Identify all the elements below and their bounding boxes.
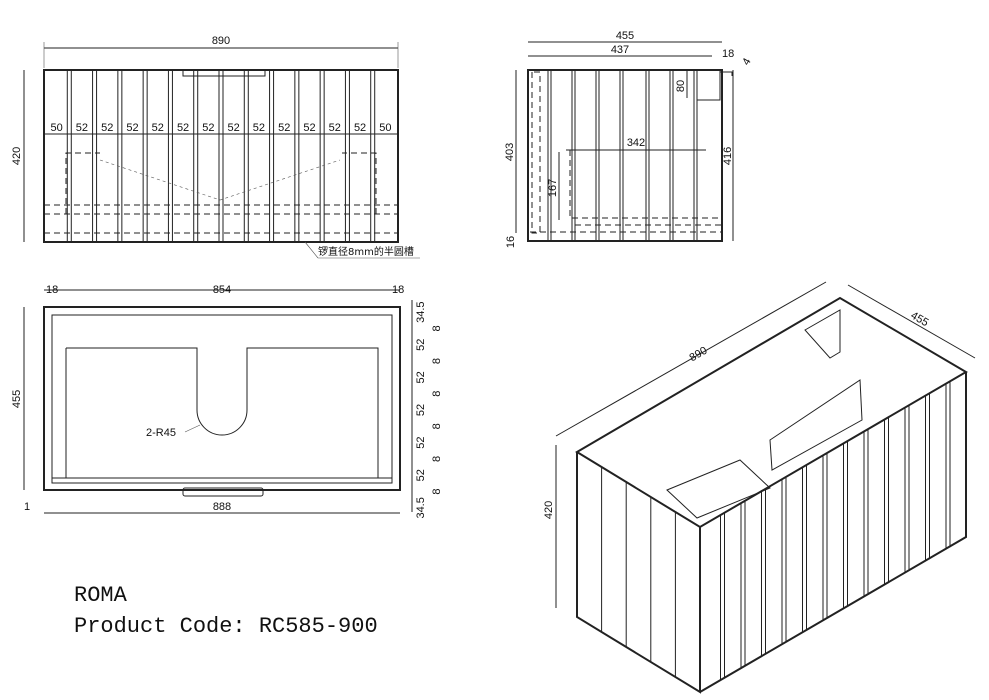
top-right-panel: 18: [392, 284, 404, 296]
side-inner-label: 342: [627, 137, 645, 149]
side-base-label: 16: [505, 236, 517, 248]
slat-spacing-label: 52: [278, 122, 290, 134]
top-right-dim-label: 8: [431, 391, 443, 397]
side-panel-label: 18: [722, 48, 734, 60]
iso-view: 890 455 420: [543, 281, 976, 694]
front-width-label: 890: [212, 35, 230, 47]
front-height-label: 420: [11, 147, 23, 165]
slat-spacing-label: 52: [253, 122, 265, 134]
handle: [182, 69, 266, 77]
iso-height-label: 420: [543, 501, 555, 519]
iso-width-label: 890: [688, 345, 710, 365]
top-right-dim-label: 34.5: [415, 497, 427, 518]
front-outline: [43, 69, 399, 243]
top-right-dim-label: 8: [431, 358, 443, 364]
side-inner-depth-label: 437: [611, 44, 629, 56]
side-left-height: 403: [504, 143, 516, 161]
top-right-dim-label: 8: [431, 423, 443, 429]
top-view: 18 854 18 455 888 1 2-R45 34.58528528528…: [11, 284, 443, 519]
top-right-dim-label: 34.5: [415, 301, 427, 322]
slat-spacing-label: 52: [202, 122, 214, 134]
top-right-dim-label: 8: [431, 325, 443, 331]
side-offset-label: 4: [740, 56, 753, 67]
front-view: 890 420 50 52 52 52 52 52 52 52 52 52 52 52 52 50 锣直径…: [11, 35, 420, 259]
product-name: ROMA: [74, 583, 127, 608]
slat-spacing-label: 52: [177, 122, 189, 134]
slat-spacing-label: 52: [126, 122, 138, 134]
top-right-dim-label: 52: [415, 339, 427, 351]
top-right-dim-label: 8: [431, 456, 443, 462]
slat-spacing-label: 52: [228, 122, 240, 134]
slat-spacing-label: 52: [354, 122, 366, 134]
side-depth-label: 455: [616, 30, 634, 42]
top-left-panel: 18: [46, 284, 58, 296]
slat-spacing-label: 52: [152, 122, 164, 134]
iso-depth-label: 455: [909, 310, 931, 330]
slat-spacing-label: 50: [51, 122, 63, 134]
top-right-dim-label: 52: [415, 469, 427, 481]
top-inner-width: 854: [213, 284, 231, 296]
slat-spacing-label: 52: [329, 122, 341, 134]
side-bracket-label: 80: [675, 80, 687, 92]
slat-spacing-label: 52: [303, 122, 315, 134]
groove-note: 锣直径8mm的半圆槽: [318, 245, 414, 258]
slat-spacing-label: 52: [101, 122, 113, 134]
top-right-dim-label: 8: [431, 488, 443, 494]
radius-label: 2-R45: [146, 427, 176, 439]
top-right-dim-label: 52: [415, 404, 427, 416]
product-code: Product Code: RC585-900: [74, 614, 378, 639]
side-view: 455 437 18 4 80 342 403 416 167 16: [504, 30, 754, 248]
top-bottom-width: 888: [213, 501, 231, 513]
side-drawer-height: 167: [547, 179, 559, 197]
top-depth-label: 455: [11, 390, 23, 408]
top-right-dim-label: 52: [415, 436, 427, 448]
side-right-height: 416: [722, 147, 734, 165]
slat-spacing-label: 52: [76, 122, 88, 134]
top-right-dim-label: 52: [415, 371, 427, 383]
slat-spacing-label: 50: [379, 122, 391, 134]
top-gap-label: 1: [24, 501, 30, 513]
